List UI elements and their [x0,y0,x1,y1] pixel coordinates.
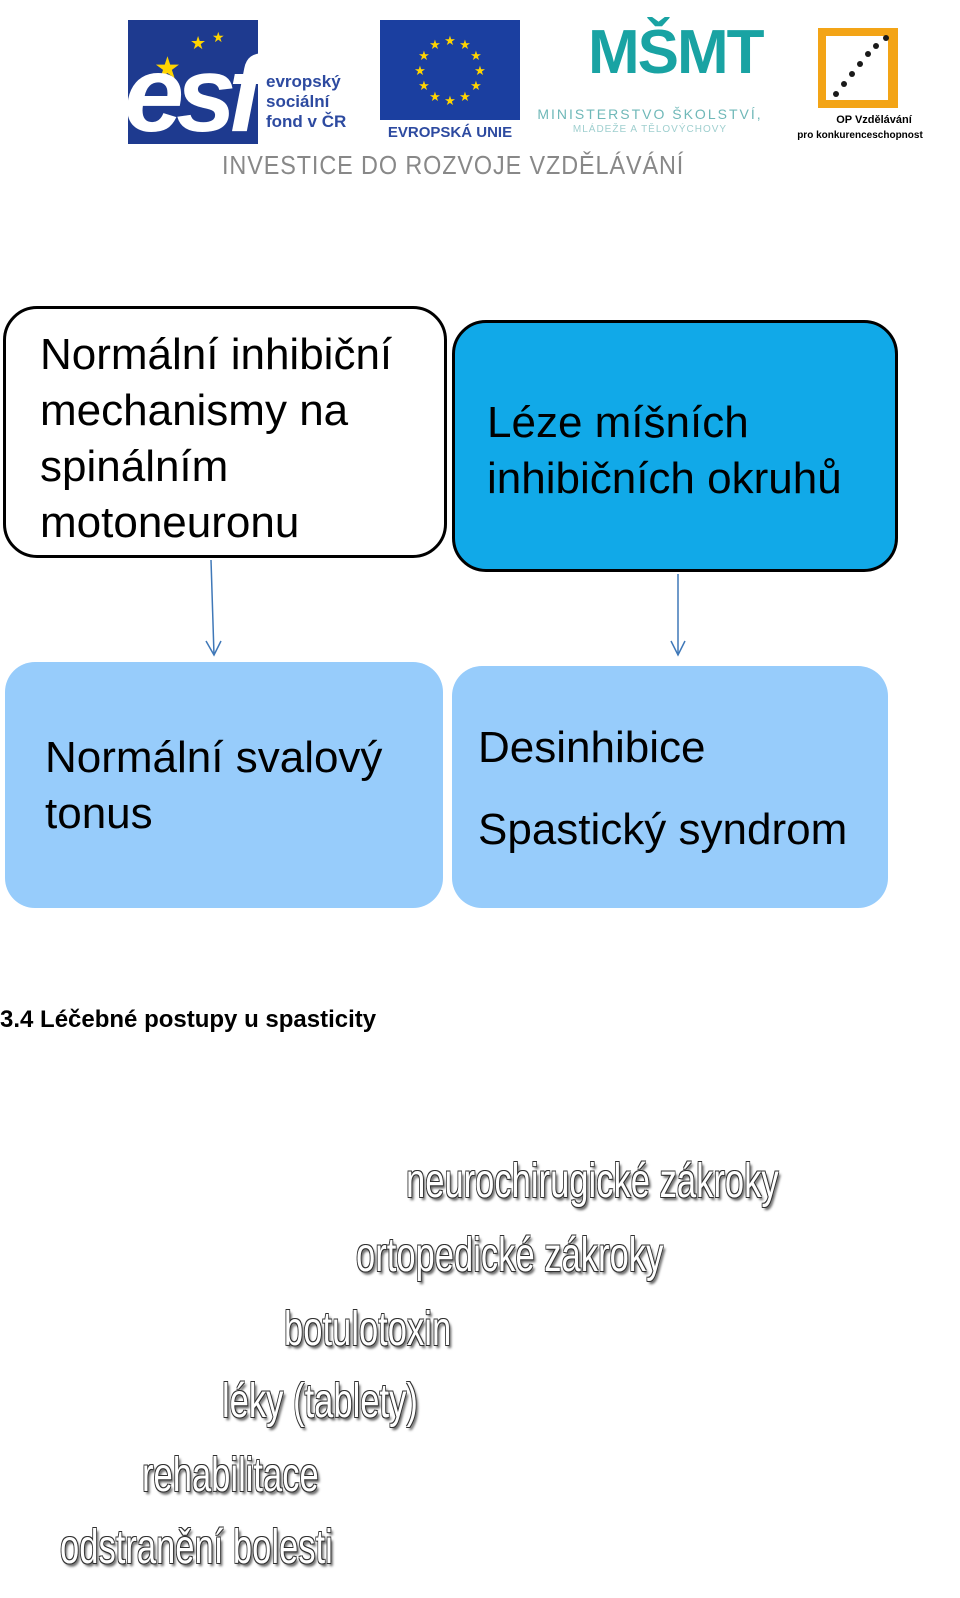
esf-text: evropský sociální fond v ČR [266,72,346,132]
star-icon: ★ [154,52,181,85]
box-line: Spastický syndrom [478,805,848,854]
box-line: tonus [45,789,153,838]
logo-banner: ★ ★ ★ esf evropský sociální fond v ČR ★★… [0,0,960,200]
section-heading: 3.4 Léčebné postupy u spasticity [0,1006,377,1033]
esf-mark-text: esf [128,33,258,145]
box-line: Desinhibice [478,723,706,772]
diagram-arrows [205,559,686,657]
box-line: mechanismy na [40,386,349,435]
arrow-left-head [205,640,222,657]
eu-star-icon: ★ [418,78,430,93]
box-line: inhibičních okruhů [487,454,842,503]
eu-label: EVROPSKÁ UNIE [387,124,513,141]
esf-line: evropský [266,72,341,91]
msmt-line: MLÁDEŽE A TĚLOVÝCHOVY [572,124,728,135]
esf-line: fond v ČR [266,112,347,131]
star-icon: ★ [190,33,207,53]
eu-star-icon: ★ [470,48,482,63]
tagline: INVESTICE DO ROZVOJE VZDĚLÁVÁNÍ [222,150,685,180]
box-normal-tone: Normální svalový tonus [5,662,443,908]
treatment-step: ortopedické zákroky [356,1229,664,1282]
treatment-step: rehabilitace [142,1449,319,1502]
eu-logo: ★★★★★★★★★★★★ EVROPSKÁ UNIE [380,20,520,144]
eu-star-icon: ★ [418,48,430,63]
treatment-step: odstranění bolesti [60,1521,333,1574]
eu-star-icon: ★ [459,37,471,52]
box-line: Normální svalový [45,733,383,782]
op-logo: OP Vzdělávání pro konkurenceschopnost [780,18,950,148]
box-line: Normální inhibiční [40,330,393,379]
op-line: OP Vzdělávání [836,114,912,126]
eu-star-icon: ★ [429,89,441,104]
box-normal-mechanisms: Normální inhibiční mechanismy na spináln… [3,306,447,558]
box-line: spinálním [40,442,229,491]
treatment-step: neurochirugické zákroky [406,1155,779,1208]
eu-star-icon: ★ [414,63,426,78]
eu-star-icon: ★ [459,89,471,104]
box-line: Léze míšních [487,398,749,447]
op-square-icon [818,28,898,108]
esf-mark: ★ ★ ★ esf [128,20,258,144]
star-icon: ★ [212,29,225,45]
esf-line: sociální [266,92,330,111]
eu-flag-icon: ★★★★★★★★★★★★ [380,20,520,120]
arrow-left [210,559,215,656]
box-disinhibition: Desinhibice Spastický syndrom [452,666,888,908]
box-line: motoneuronu [40,498,300,547]
esf-logo: ★ ★ ★ esf evropský sociální fond v ČR [128,20,370,144]
eu-star-icon: ★ [444,33,456,48]
eu-star-icon: ★ [429,37,441,52]
op-line: pro konkurenceschopnost [797,130,923,141]
treatment-step: botulotoxin [284,1303,452,1356]
eu-star-icon: ★ [444,93,456,108]
msmt-line: MINISTERSTVO ŠKOLSTVÍ, [537,106,763,122]
box-lesion: Léze míšních inhibičních okruhů [452,320,898,572]
eu-star-icon: ★ [470,78,482,93]
msmt-logo: MŠMT MINISTERSTVO ŠKOLSTVÍ, MLÁDEŽE A TĚ… [530,18,770,148]
arrow-right-head [670,640,686,657]
op-dots-icon [833,35,889,97]
treatment-step: léky (tablety) [222,1375,418,1428]
eu-star-icon: ★ [474,63,486,78]
